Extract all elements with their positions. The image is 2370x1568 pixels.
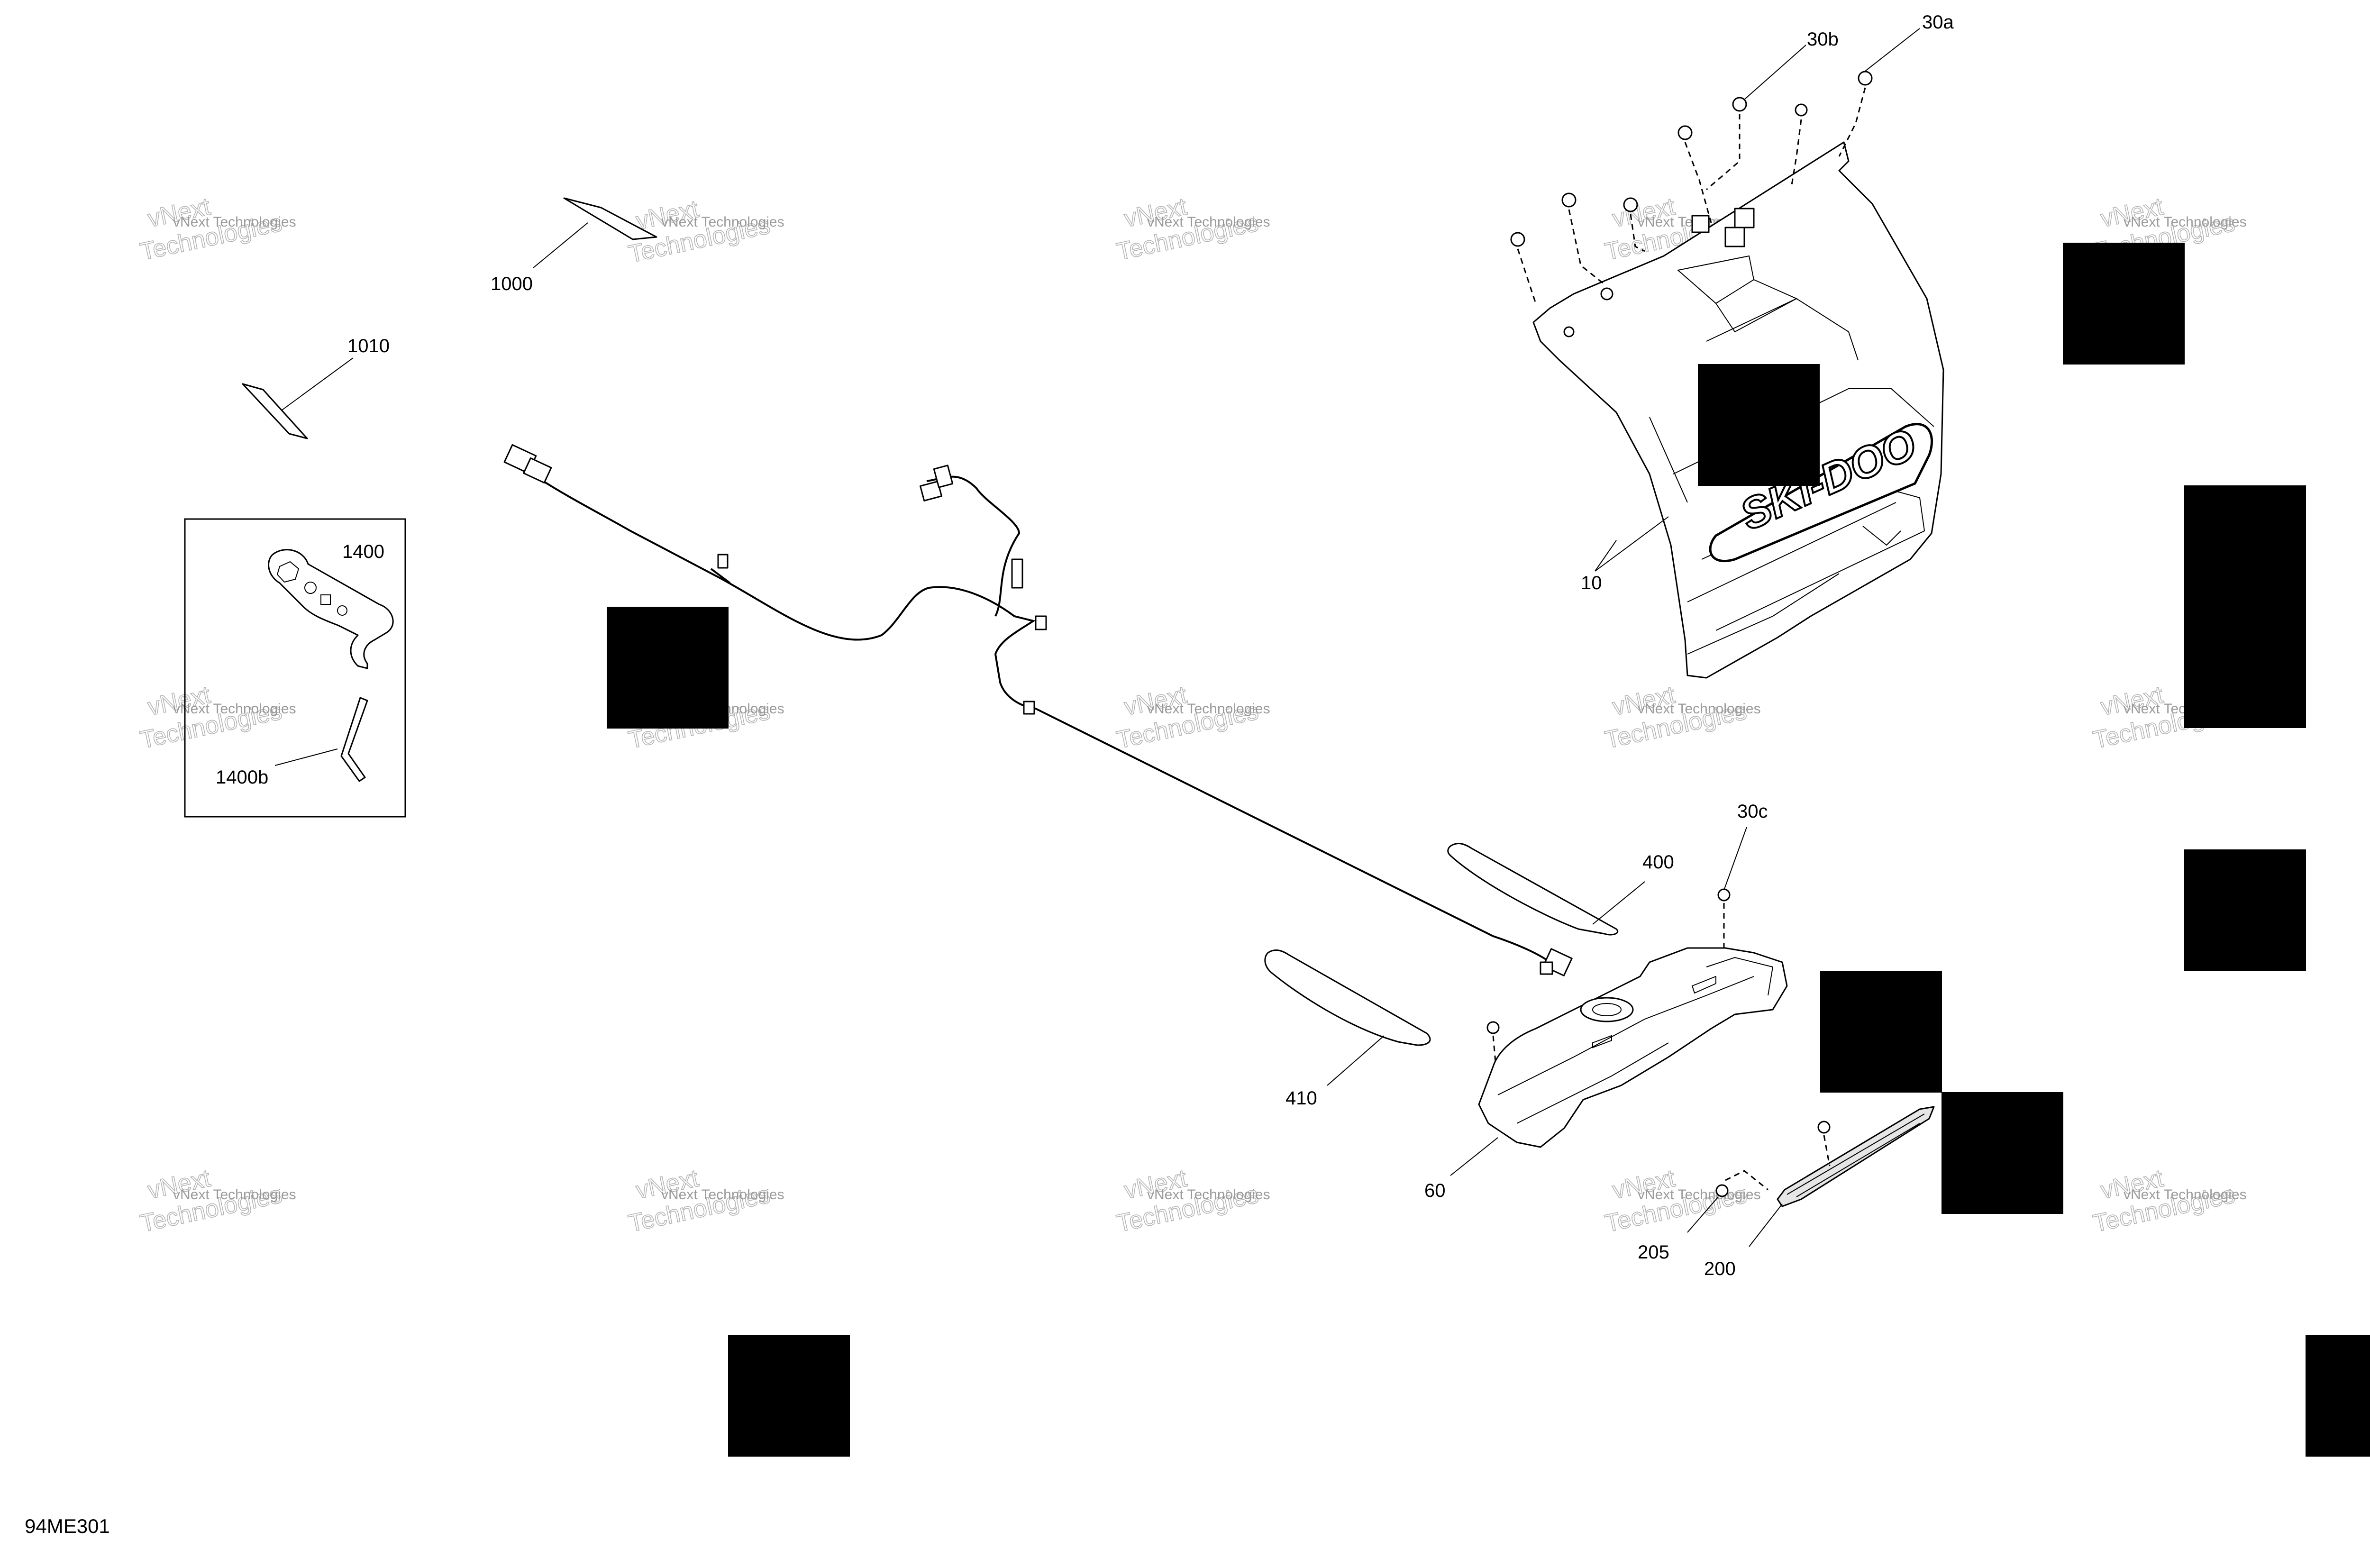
screw[interactable] bbox=[1486, 1021, 1500, 1062]
callout-400: 400 bbox=[1642, 852, 1674, 873]
harness-connector bbox=[1540, 948, 1573, 976]
screw-30c[interactable] bbox=[1717, 827, 1747, 948]
svg-text:vNext Technologies: vNext Technologies bbox=[173, 1187, 296, 1203]
callout-205: 205 bbox=[1638, 1242, 1669, 1263]
decal-1010[interactable]: 1010 bbox=[242, 336, 390, 439]
hex-key-1400b[interactable] bbox=[274, 697, 368, 782]
svg-text:vNext Technologies: vNext Technologies bbox=[1638, 1187, 1761, 1203]
callout-200: 200 bbox=[1704, 1258, 1736, 1279]
callout-1400b: 1400b bbox=[216, 767, 268, 788]
callout-60: 60 bbox=[1424, 1180, 1446, 1201]
callout-1400: 1400 bbox=[342, 541, 384, 562]
svg-text:vNext Technologies: vNext Technologies bbox=[1638, 701, 1761, 717]
svg-text:vNext Technologies: vNext Technologies bbox=[1147, 701, 1270, 717]
svg-text:vNext Technologies: vNext Technologies bbox=[1147, 1187, 1270, 1203]
wiring-harness[interactable] bbox=[503, 444, 1573, 976]
svg-text:vNext Technologies: vNext Technologies bbox=[2124, 214, 2247, 230]
svg-text:vNext Technologies: vNext Technologies bbox=[661, 1187, 784, 1203]
callout-30c: 30c bbox=[1737, 801, 1768, 822]
fasteners-30[interactable] bbox=[1510, 71, 1873, 304]
diagram-code: 94ME301 bbox=[25, 1515, 110, 1537]
callout-1010: 1010 bbox=[347, 336, 390, 356]
callout-1000: 1000 bbox=[491, 273, 533, 294]
svg-text:vNext Technologies: vNext Technologies bbox=[173, 701, 296, 717]
console-60[interactable]: 30c 60 bbox=[1424, 801, 1788, 1201]
tool-kit-box: 1400 1400b bbox=[184, 518, 406, 818]
decal-410[interactable]: 410 bbox=[1264, 949, 1431, 1109]
callout-30a: 30a bbox=[1922, 12, 1954, 33]
svg-text:vNext Technologies: vNext Technologies bbox=[2124, 1187, 2247, 1203]
svg-text:vNext Technologies: vNext Technologies bbox=[661, 214, 784, 230]
callout-410: 410 bbox=[1285, 1088, 1317, 1109]
front-panel-10[interactable]: SKI-DOO 30b 30a 10 bbox=[1510, 12, 1954, 679]
svg-text:vNext Technologies: vNext Technologies bbox=[173, 214, 296, 230]
decal-1000[interactable]: 1000 bbox=[491, 197, 657, 294]
screws-205[interactable]: 205 bbox=[1638, 1121, 1831, 1263]
svg-text:vNext Technologies: vNext Technologies bbox=[1147, 214, 1270, 230]
decal-400[interactable]: 400 bbox=[1447, 843, 1674, 936]
callout-30b: 30b bbox=[1807, 29, 1839, 50]
harness-connector bbox=[503, 444, 552, 483]
callout-10: 10 bbox=[1581, 573, 1602, 593]
spanner-wrench-1400[interactable] bbox=[268, 549, 394, 669]
plate-200[interactable]: 200 bbox=[1704, 1106, 1935, 1279]
redaction-blocks bbox=[607, 243, 2370, 1457]
harness-connector bbox=[920, 465, 954, 501]
